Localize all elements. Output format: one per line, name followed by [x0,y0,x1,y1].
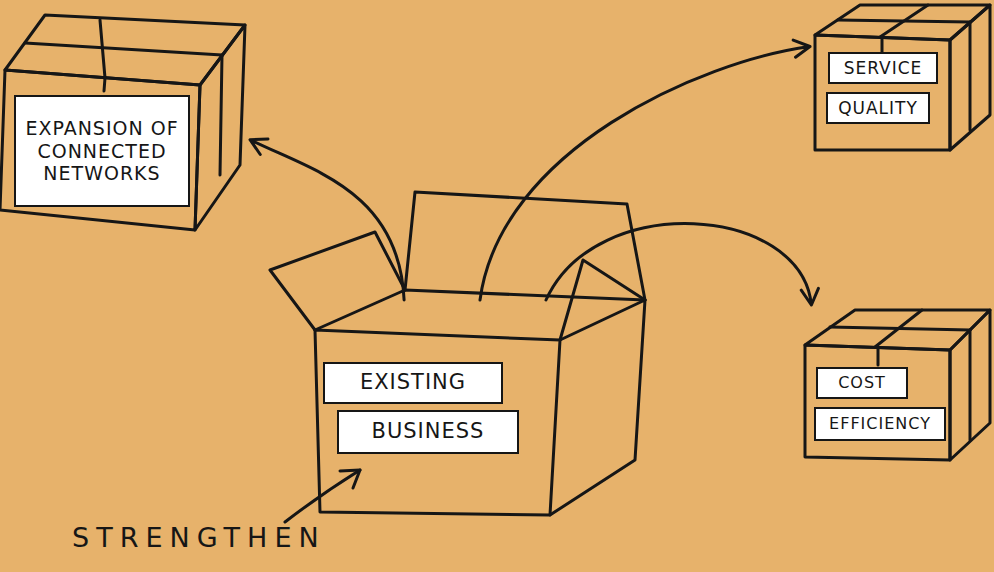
box-stroke [560,260,645,340]
box-stroke [100,20,105,78]
curved-arrow [546,224,818,305]
box-stroke [875,310,922,347]
leader-head [340,470,360,488]
box-stroke [405,192,645,300]
goal-box: COST EFFICIENCY [800,305,990,465]
box-label: BUSINESS [337,410,519,454]
goal-box: EXPANSION OF CONNECTED NETWORKS [0,15,250,230]
goal-box: SERVICE QUALITY [810,0,994,155]
box-stroke [950,5,990,150]
box-stroke [25,43,222,55]
box-stroke [104,78,105,91]
box-stroke [880,5,928,37]
leader-line [285,470,360,522]
box-stroke [220,55,222,175]
box-stroke [877,347,880,365]
box-stroke [805,345,950,460]
box-stroke [270,232,405,330]
box-stroke [550,300,645,515]
box-label: QUALITY [826,92,930,124]
box-stroke [0,70,200,230]
box-stroke [315,330,560,515]
box-label: EXPANSION OF CONNECTED NETWORKS [14,95,190,207]
box-label: COST [816,367,908,399]
box-stroke [315,290,645,330]
arrow-stroke [546,224,818,305]
box-stroke [815,35,950,150]
box-stroke [881,37,884,53]
box-stroke [969,330,972,440]
box-stroke [805,310,990,350]
box-label: EFFICIENCY [814,407,946,441]
curved-arrow [480,40,810,300]
box-label: SERVICE [828,52,938,84]
box-label: EXISTING [323,362,503,404]
arrow-stroke [250,139,404,300]
curved-arrow [250,139,404,300]
box-stroke [969,22,972,130]
box-stroke [950,310,990,460]
note-label: STRENGTHEN [72,522,326,553]
business-box: EXISTING BUSINESS [315,300,645,520]
arrow-stroke [480,40,810,300]
